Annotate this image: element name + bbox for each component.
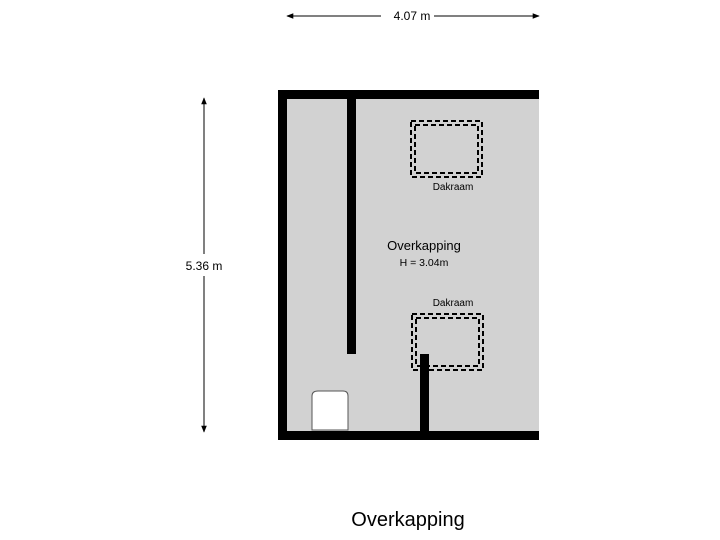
wall-bottom <box>278 431 539 440</box>
skylight-top: Dakraam <box>410 120 483 193</box>
outer-walls <box>278 90 539 440</box>
depth-dimension: 5.36 m <box>186 97 223 433</box>
skylight-bottom-label: Dakraam <box>433 298 474 309</box>
skylight-top-label: Dakraam <box>433 182 474 193</box>
width-dimension: 4.07 m <box>286 9 540 23</box>
floor-area <box>278 91 539 439</box>
room-height-label: H = 3.04m <box>400 257 449 269</box>
depth-dimension-label: 5.36 m <box>186 259 223 273</box>
room-name-label: Overkapping <box>387 238 461 253</box>
fixture-appliance <box>311 390 349 431</box>
page-title: Overkapping <box>351 509 464 531</box>
interior-wall-stub <box>420 354 429 431</box>
interior-wall-vertical <box>347 99 356 354</box>
width-dimension-label: 4.07 m <box>394 9 431 23</box>
wall-left <box>278 90 287 440</box>
skylight-bottom: Dakraam <box>411 298 484 371</box>
wall-top <box>278 90 539 99</box>
